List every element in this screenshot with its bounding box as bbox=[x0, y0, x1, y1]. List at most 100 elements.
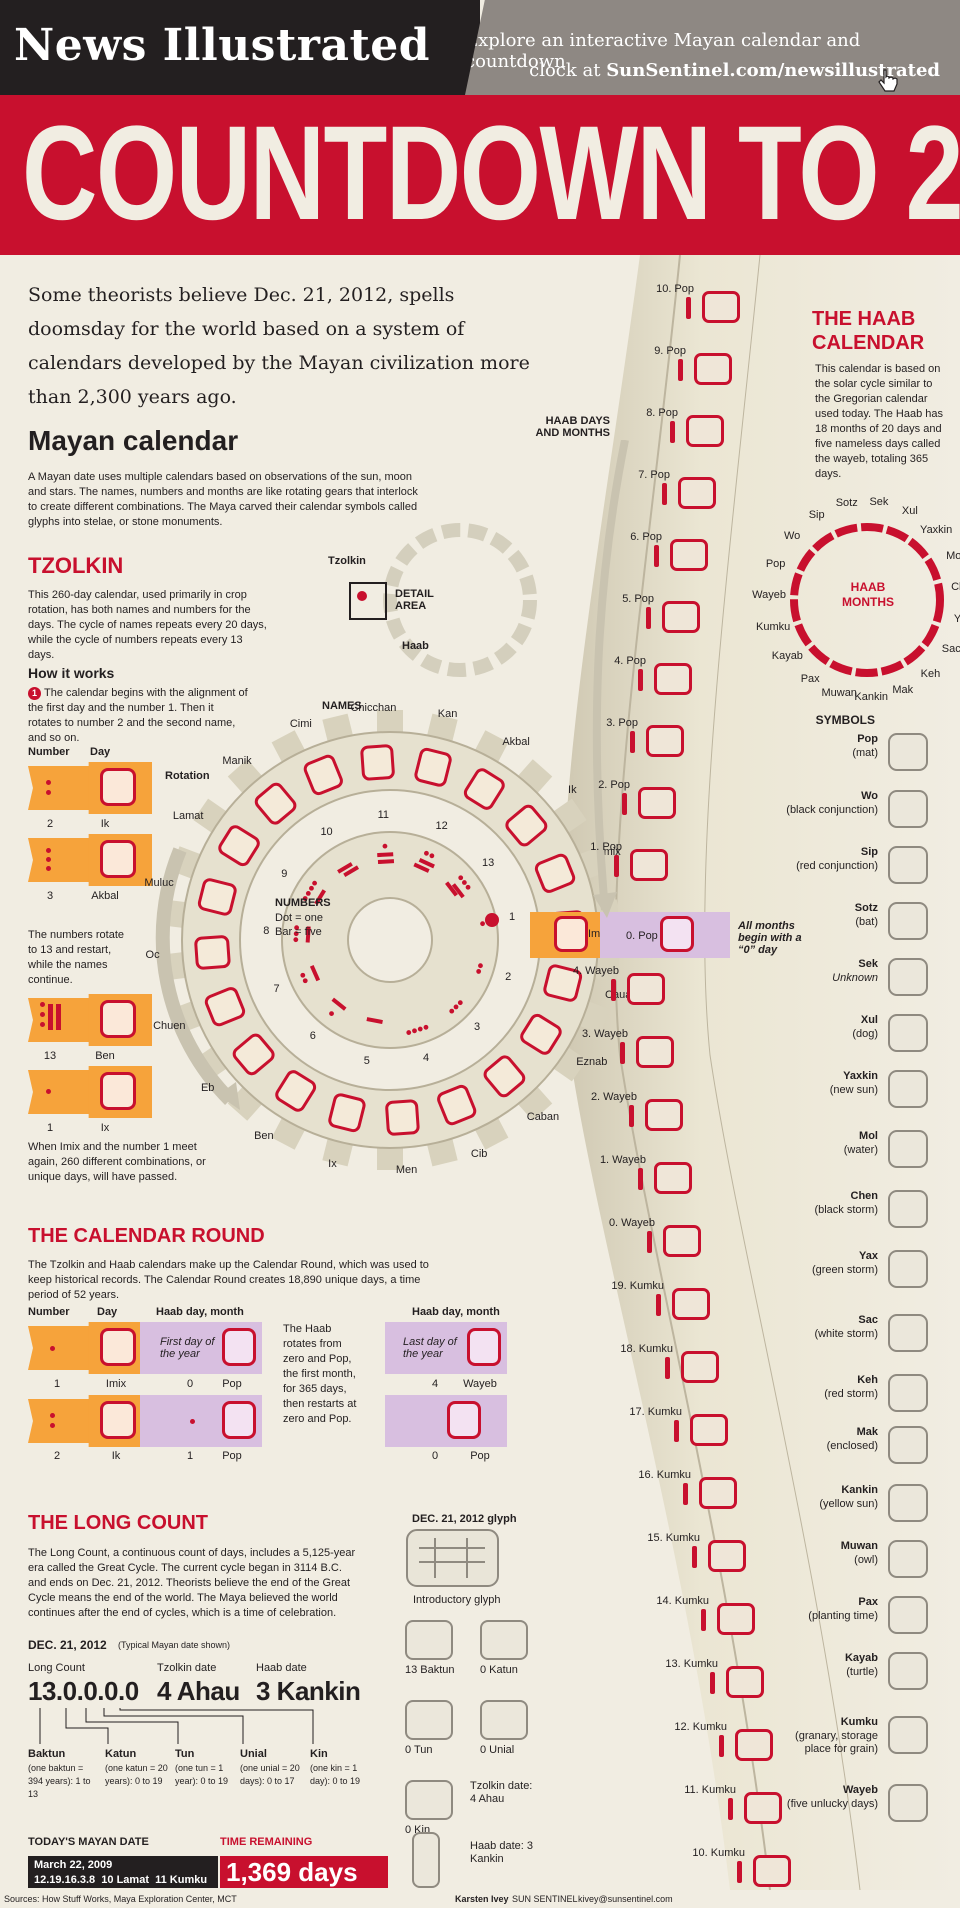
day-glyph-icon bbox=[194, 935, 231, 970]
tzolkin-day-3: Ben bbox=[95, 1050, 115, 1062]
number-bar-mark bbox=[309, 965, 321, 982]
lc-value: 13.0.0.0.0 bbox=[28, 1676, 139, 1706]
tzolkin-card-row1 bbox=[28, 760, 154, 816]
day-glyph-icon bbox=[197, 878, 237, 916]
brand-block: News Illustrated bbox=[0, 0, 480, 95]
promo-link-line[interactable]: clock at SunSentinel.com/newsillustrated bbox=[529, 60, 940, 81]
time-remaining-value: 1,369 days bbox=[220, 1856, 388, 1888]
tzolkin-num-3: 13 bbox=[43, 1050, 57, 1062]
today-box: March 22, 2009 12.19.16.3.8 10 Lamat 11 … bbox=[28, 1856, 218, 1888]
day-glyph-icon bbox=[254, 782, 297, 825]
day-glyph-icon bbox=[303, 754, 343, 796]
lc-unit-desc-baktun: (one baktun = 394 years): 1 to 13 bbox=[28, 1763, 91, 1799]
haab-ring-label2: MONTHS bbox=[842, 595, 894, 609]
glyph-label: 0 Tun bbox=[405, 1744, 433, 1756]
lc-unit-desc-tun: (one tun = 1 year): 0 to 19 bbox=[175, 1763, 229, 1786]
number-bar-mark bbox=[377, 859, 395, 865]
number-bar-mark bbox=[418, 858, 435, 869]
day-glyph-icon bbox=[328, 1093, 366, 1133]
end-note: When Imix and the number 1 meet again, 2… bbox=[28, 1141, 206, 1183]
long-count-glyph-icon bbox=[405, 1700, 453, 1740]
promo-line: Explore an interactive Mayan calendar an… bbox=[465, 30, 861, 72]
round-haabnum-1: 0 bbox=[186, 1378, 194, 1390]
number-dot-mark bbox=[312, 880, 317, 886]
round-haabmonth-1: Pop bbox=[222, 1378, 242, 1390]
names-label: NAMES bbox=[322, 700, 362, 712]
day-glyph-icon bbox=[275, 1070, 317, 1112]
day-glyph-icon bbox=[204, 987, 246, 1027]
haab-value: 3 Kankin bbox=[256, 1676, 361, 1706]
haab-months-ring bbox=[790, 523, 944, 677]
number-dot-mark bbox=[382, 843, 388, 849]
intro-text: Some theorists believe Dec. 21, 2012, sp… bbox=[28, 284, 530, 408]
number-dot-mark bbox=[293, 931, 299, 937]
haab-body: This calendar is based on the solar cycl… bbox=[815, 363, 944, 480]
number-bar-mark bbox=[337, 862, 353, 874]
title-banner: COUNTDOWN TO 2012 bbox=[0, 95, 960, 255]
haab-heading-line2: CALENDAR bbox=[812, 332, 925, 354]
mayan-calendar-heading: Mayan calendar bbox=[28, 425, 239, 456]
rotation-label: Rotation bbox=[165, 770, 210, 782]
glyph-intro-label: Introductory glyph bbox=[413, 1594, 501, 1606]
imix-glyph-icon bbox=[554, 916, 588, 952]
promo-block[interactable]: Explore an interactive Mayan calendar an… bbox=[465, 0, 960, 95]
detail-area-diagram bbox=[349, 523, 537, 677]
detail-haab-label: Haab bbox=[402, 640, 429, 652]
numbers-label: NUMBERS bbox=[275, 897, 331, 909]
round-last-num-1: 4 bbox=[431, 1378, 439, 1390]
detail-tzolkin-label: Tzolkin bbox=[328, 555, 366, 567]
number-bar-mark bbox=[331, 997, 347, 1011]
number-dot-mark bbox=[406, 1030, 412, 1035]
number-dot-mark bbox=[429, 853, 435, 859]
lc-unit-desc-katun: (one katun = 20 years): 0 to 19 bbox=[105, 1763, 168, 1786]
page-title: COUNTDOWN TO 2012 bbox=[22, 99, 960, 248]
number-dot-mark bbox=[453, 1004, 459, 1010]
number-dot-mark bbox=[293, 937, 299, 943]
tzolkin-num-1: 2 bbox=[46, 818, 54, 830]
today-date: March 22, 2009 bbox=[34, 1859, 113, 1871]
day-glyph-icon bbox=[463, 768, 505, 810]
zero-pop-label: 0. Pop bbox=[626, 930, 658, 942]
tzolkin-num-2: 3 bbox=[46, 890, 54, 902]
round-haab-card4 bbox=[385, 1395, 507, 1447]
number-dot-mark bbox=[476, 969, 482, 974]
long-count-glyph-icon bbox=[480, 1620, 528, 1660]
footer-email[interactable]: kivey@sunsentinel.com bbox=[578, 1894, 673, 1904]
number-bar-mark bbox=[413, 862, 430, 873]
pointer-cursor-icon bbox=[878, 69, 898, 92]
glyph-label: 0 Unial bbox=[480, 1744, 515, 1756]
lc-unit-kin: Kin bbox=[310, 1748, 328, 1760]
glyph-label: Haab date: 3 Kankin bbox=[470, 1840, 533, 1865]
start-marker-icon bbox=[485, 913, 499, 927]
round-last-num-2: 0 bbox=[431, 1450, 439, 1462]
calendar-round-heading: THE CALENDAR ROUND bbox=[28, 1225, 265, 1247]
day-glyph-icon bbox=[232, 1033, 275, 1076]
haab-date-label: Haab date bbox=[256, 1662, 307, 1674]
dot-one-label: Dot = one bbox=[275, 912, 324, 924]
promo-url-link[interactable]: SunSentinel.com/newsillustrated bbox=[606, 60, 940, 81]
col-day-label: Day bbox=[90, 746, 111, 758]
how-it-works-heading: How it works bbox=[28, 665, 115, 681]
day-glyph-icon bbox=[218, 825, 260, 867]
lc-typical-note: (Typical Mayan date shown) bbox=[118, 1640, 231, 1650]
glyph-label: 0 Katun bbox=[480, 1664, 518, 1676]
today-label: TODAY'S MAYAN DATE bbox=[28, 1836, 149, 1848]
footer-sources: Sources: How Stuff Works, Maya Explorati… bbox=[4, 1894, 237, 1904]
number-bar-mark bbox=[343, 865, 360, 878]
rotate-note: The numbers rotate to 13 and restart, wh… bbox=[28, 929, 124, 986]
number-dot-mark bbox=[424, 850, 429, 856]
number-dot-mark bbox=[300, 972, 306, 978]
round-haab-card3: Last day of the year bbox=[385, 1322, 507, 1374]
round-num-2: 2 bbox=[53, 1450, 61, 1462]
detail-area-label: DETAIL AREA bbox=[395, 588, 434, 612]
glyph-label: Tzolkin date: 4 Ahau bbox=[470, 1780, 533, 1805]
lc-connector-lines bbox=[39, 1708, 314, 1744]
tzolkin-num-4: 1 bbox=[46, 1122, 54, 1134]
glyph-heading: DEC. 21, 2012 glyph bbox=[412, 1513, 517, 1525]
round-haab-card2 bbox=[140, 1395, 262, 1447]
round-day-1: Imix bbox=[105, 1378, 127, 1390]
haab-rotates-note: The Haab rotates from zero and Pop, the … bbox=[283, 1323, 357, 1425]
number-dot-mark bbox=[302, 896, 308, 901]
step-marker-icon: 1 bbox=[28, 687, 41, 700]
round-card-row2 bbox=[28, 1393, 154, 1449]
